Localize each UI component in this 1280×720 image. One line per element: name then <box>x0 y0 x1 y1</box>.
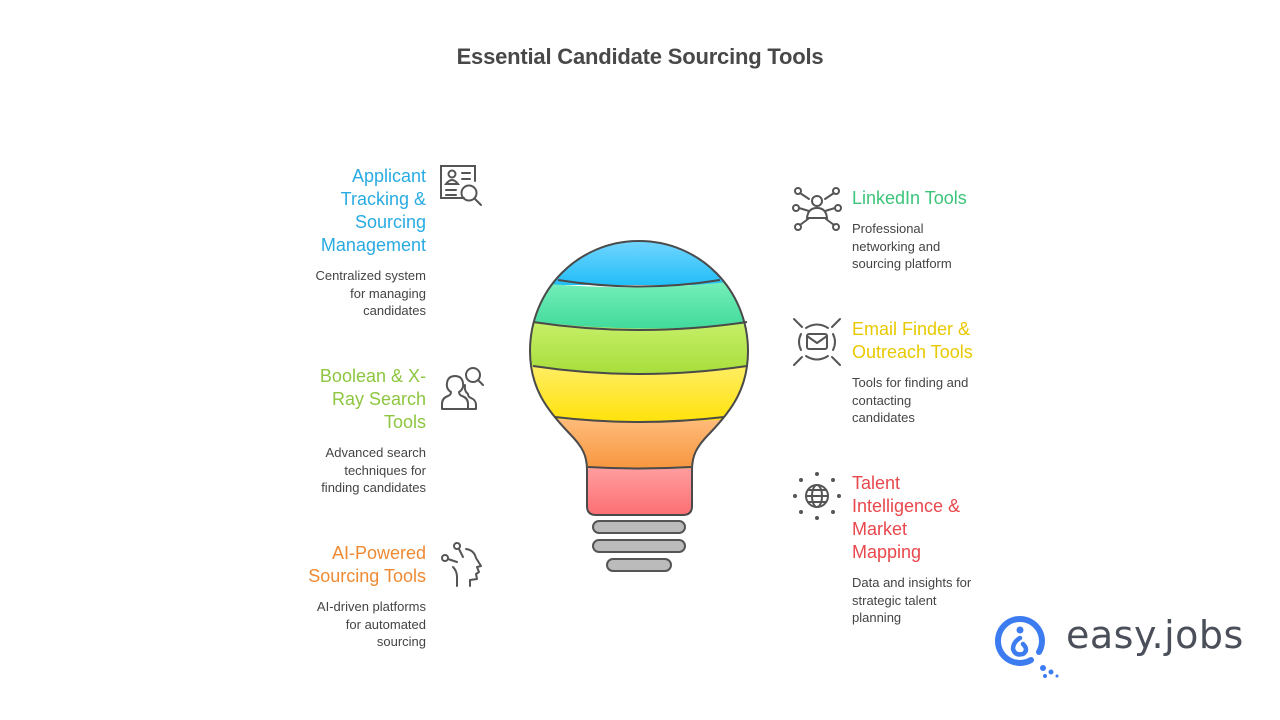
item-description: Professional networking and sourcing pla… <box>852 221 952 271</box>
bulb-segment-orange <box>530 416 748 469</box>
item-description: Centralized system for managing candidat… <box>315 268 426 318</box>
network-person-icon <box>792 187 842 231</box>
item-boolean-search: Boolean & X- Ray Search Tools Advanced s… <box>246 365 426 497</box>
bulb-segment-yellow <box>530 364 748 423</box>
bulb-segment-blue <box>530 241 748 285</box>
item-heading: Applicant Tracking & Sourcing Management <box>320 166 426 255</box>
item-linkedin-tools: LinkedIn Tools Professional networking a… <box>852 187 1032 273</box>
item-email-finder: Email Finder & Outreach Tools Tools for … <box>852 318 1032 427</box>
item-heading: Talent Intelligence & Market Mapping <box>852 473 961 562</box>
envelope-target-icon <box>793 318 841 366</box>
item-heading: Boolean & X- Ray Search Tools <box>319 366 426 432</box>
easyjobs-logo-text: easy.jobs <box>1066 613 1244 657</box>
ai-head-icon <box>441 542 482 587</box>
item-talent-intelligence: Talent Intelligence & Market Mapping Dat… <box>852 472 1032 627</box>
item-heading: AI-Powered Sourcing Tools <box>308 543 426 586</box>
people-search-icon <box>441 367 484 410</box>
bulb-segment-red <box>530 467 748 515</box>
item-heading: LinkedIn Tools <box>852 188 967 208</box>
item-description: Advanced search techniques for finding c… <box>321 445 426 495</box>
page-title: Essential Candidate Sourcing Tools <box>456 44 824 69</box>
globe-icon <box>793 472 841 520</box>
item-heading: Email Finder & Outreach Tools <box>852 319 973 362</box>
bulb-segment-lime <box>530 320 748 376</box>
item-applicant-tracking: Applicant Tracking & Sourcing Management… <box>246 165 426 320</box>
bulb-base-ring-3 <box>606 558 672 572</box>
item-description: Data and insights for strategic talent p… <box>852 575 972 625</box>
item-description: AI-driven platforms for automated sourci… <box>316 599 426 649</box>
item-ai-powered: AI-Powered Sourcing Tools AI-driven plat… <box>246 542 426 651</box>
bulb-base-ring-2 <box>592 539 686 553</box>
bulb-segment-green <box>530 278 748 332</box>
resume-search-icon <box>440 165 482 206</box>
easyjobs-logo-icon <box>994 615 1059 678</box>
item-description: Tools for finding and contacting candida… <box>852 375 969 425</box>
bulb-base-ring-1 <box>592 520 686 534</box>
